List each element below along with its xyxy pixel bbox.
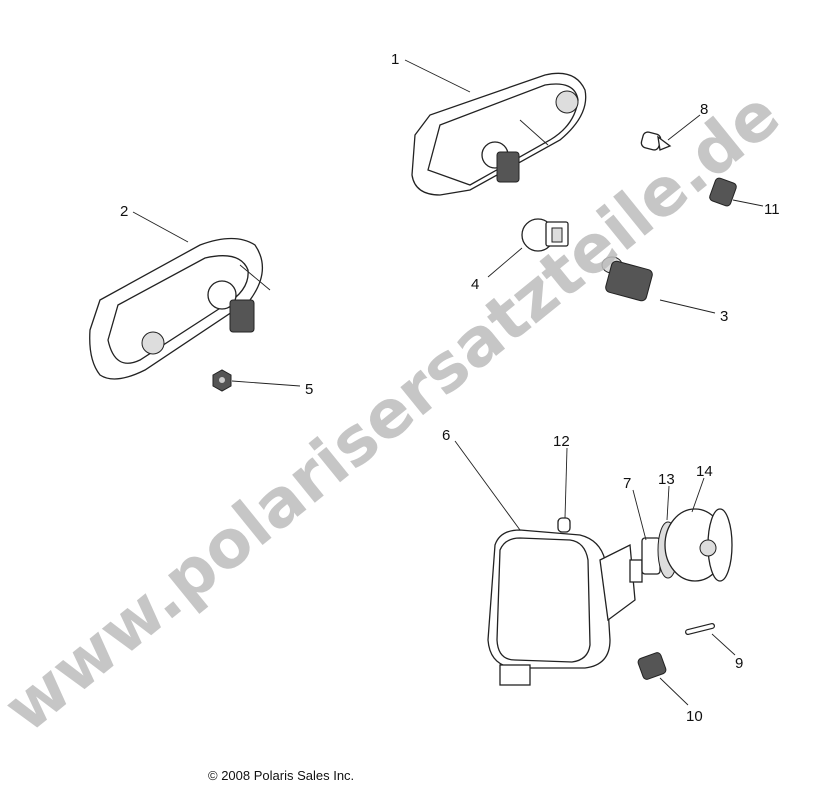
watermark: www.polarisersatzteile.de	[0, 76, 794, 748]
part-7-headlight-bulb[interactable]	[641, 537, 661, 575]
part-8-bulb[interactable]	[640, 131, 672, 151]
callout-8: 8	[700, 101, 708, 118]
callout-10: 10	[686, 708, 703, 725]
callout-4: 4	[471, 276, 479, 293]
copyright-notice: © 2008 Polaris Sales Inc.	[208, 768, 355, 783]
callout-13: 13	[658, 471, 675, 488]
leader-lines	[132, 59, 764, 706]
callout-9: 9	[735, 655, 743, 672]
callout-11: 11	[764, 201, 780, 218]
callout-14: 14	[696, 463, 713, 480]
part-9-pin[interactable]	[685, 623, 715, 635]
part-3-bulb-socket[interactable]	[601, 256, 653, 302]
callout-12: 12	[553, 433, 570, 450]
part-1-tail-light-housing[interactable]	[411, 72, 587, 196]
part-14-cover-cap[interactable]	[664, 508, 733, 582]
callout-3: 3	[720, 308, 728, 325]
part-11-bulb-socket[interactable]	[709, 177, 738, 207]
callout-5: 5	[305, 381, 313, 398]
part-5-nut[interactable]	[212, 369, 232, 392]
callout-2: 2	[120, 203, 128, 220]
callout-7: 7	[623, 475, 631, 492]
callout-6: 6	[442, 427, 450, 444]
part-6-headlight-housing[interactable]	[487, 529, 643, 686]
part-10-spring[interactable]	[637, 652, 667, 681]
callout-1: 1	[391, 51, 399, 68]
part-12-bulb[interactable]	[557, 517, 571, 533]
part-2-tail-light-housing[interactable]	[89, 237, 271, 380]
part-4-bulb[interactable]	[521, 218, 569, 252]
